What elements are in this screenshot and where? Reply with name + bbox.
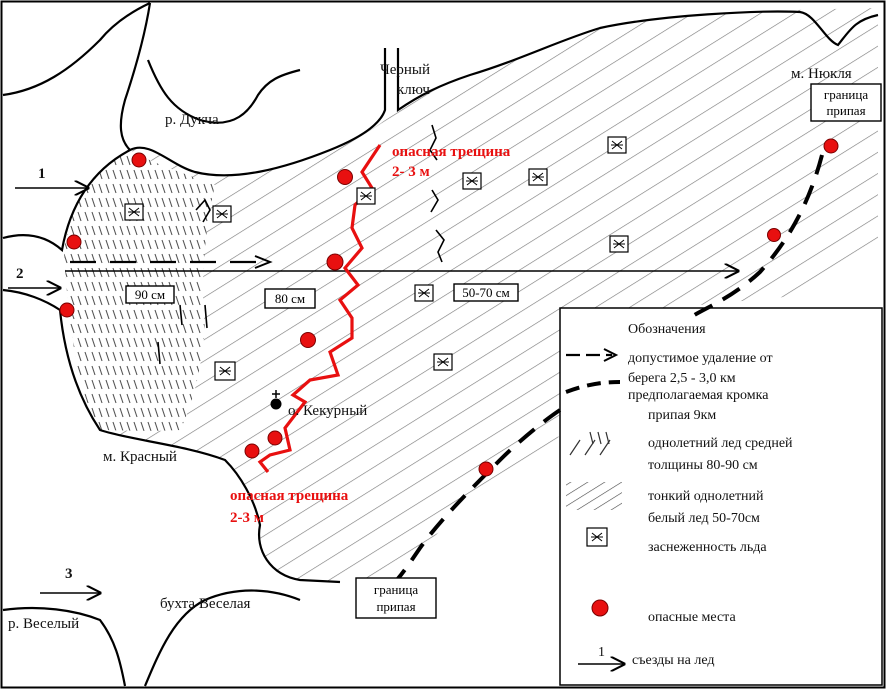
ice-edge-east	[688, 154, 824, 320]
safe-distance-arrowhead	[254, 255, 273, 269]
label-vesel-bay: бухта Веселая	[160, 596, 251, 612]
thickness-90: 90 см	[135, 287, 165, 302]
minor-cracks	[127, 124, 445, 365]
snow-box-icon	[356, 187, 376, 205]
danger-dot	[767, 228, 781, 242]
boundary-south-1: граница	[374, 582, 418, 597]
danger-dot	[59, 302, 75, 318]
legend-text: однолетний лед средней	[648, 436, 793, 451]
crack-label-bottom-1: опасная трещина	[230, 488, 349, 504]
danger-dot	[326, 253, 344, 271]
boundary-box-south	[355, 577, 437, 619]
legend: Обозначения допустимое удаление от берег…	[565, 322, 793, 668]
coast-dukcha-east	[146, 59, 301, 124]
coast-east	[396, 10, 879, 113]
boundary-east-1: граница	[824, 87, 868, 102]
coast-vesel	[2, 606, 127, 687]
label-chern-1: Черный	[380, 62, 430, 78]
snow-box-icon	[609, 235, 629, 253]
danger-dot	[131, 152, 147, 168]
legend-text: тонкий однолетний	[648, 489, 764, 504]
boundary-east-2: припая	[826, 103, 865, 118]
snow-box-icon	[414, 284, 434, 302]
legend-title: Обозначения	[628, 322, 706, 337]
legend-text: берега 2,5 - 3,0 км	[628, 371, 736, 386]
danger-dot	[823, 138, 839, 154]
danger-dot	[478, 461, 494, 477]
label-nyuklya: м. Нюкля	[791, 66, 852, 82]
label-kekurny: о. Кекурный	[288, 403, 367, 419]
danger-points	[59, 138, 839, 477]
legend-text: белый лед 50-70см	[648, 511, 760, 526]
island-marker	[270, 390, 282, 410]
crack-label-top-1: опасная трещина	[392, 144, 511, 160]
snow-box-icon	[528, 168, 548, 186]
ice-edge-south	[383, 408, 562, 592]
legend-text: опасные места	[648, 610, 736, 625]
legend-text: съезды на лед	[632, 653, 715, 668]
exit-number-2: 2	[16, 266, 24, 282]
legend-text: припая 9км	[648, 408, 716, 423]
legend-text: заснеженность льда	[648, 540, 767, 555]
snow-box-icon	[214, 361, 236, 381]
label-dukcha: р. Дукча	[165, 112, 219, 128]
danger-dot	[66, 234, 82, 250]
thick-dash-icon	[565, 380, 621, 394]
boundary-box-east	[810, 83, 882, 122]
danger-dot	[337, 169, 353, 185]
legend-text: толщины 80-90 см	[648, 458, 758, 473]
snow-box-icon	[607, 136, 627, 154]
red-dot-icon	[591, 599, 609, 617]
thickness-box-90	[125, 285, 175, 304]
legend-exit-number: 1	[598, 645, 605, 660]
snow-box-icon	[433, 353, 453, 371]
dangerous-crack-line	[257, 144, 382, 473]
crack-label-top-2: 2- 3 м	[392, 164, 430, 180]
thickness-box-80	[264, 288, 316, 309]
thin-ice-hatch-icon	[566, 482, 622, 510]
coast-bay	[143, 589, 301, 687]
label-chern-2: ключ	[397, 82, 430, 98]
danger-dot	[300, 332, 316, 348]
thickness-5070: 50-70 см	[462, 285, 510, 300]
coast-north-left	[2, 2, 151, 97]
legend-text: предполагаемая кромка	[628, 388, 769, 403]
snow-box-icon	[124, 203, 144, 221]
coast-dukcha-west	[119, 2, 152, 151]
danger-dot	[267, 430, 283, 446]
snow-boxes	[124, 136, 629, 381]
crack-label-bottom-2: 2-3 м	[230, 510, 264, 526]
snow-box-icon	[462, 172, 482, 190]
exit-number-3: 3	[65, 566, 73, 582]
legend-text: допустимое удаление от	[628, 351, 773, 366]
danger-dot	[244, 443, 260, 459]
medium-ice-hatch-icon	[569, 431, 611, 456]
snow-box-icon	[212, 205, 232, 223]
label-vesel-river: р. Веселый	[8, 616, 79, 632]
exit-number-1: 1	[38, 166, 46, 182]
thickness-box-5070	[453, 283, 519, 302]
boundary-south-2: припая	[376, 599, 415, 614]
exit-arrows	[8, 188, 100, 593]
snow-box-icon	[586, 527, 608, 547]
label-krasny: м. Красный	[103, 449, 177, 465]
thickness-80: 80 см	[275, 291, 305, 306]
